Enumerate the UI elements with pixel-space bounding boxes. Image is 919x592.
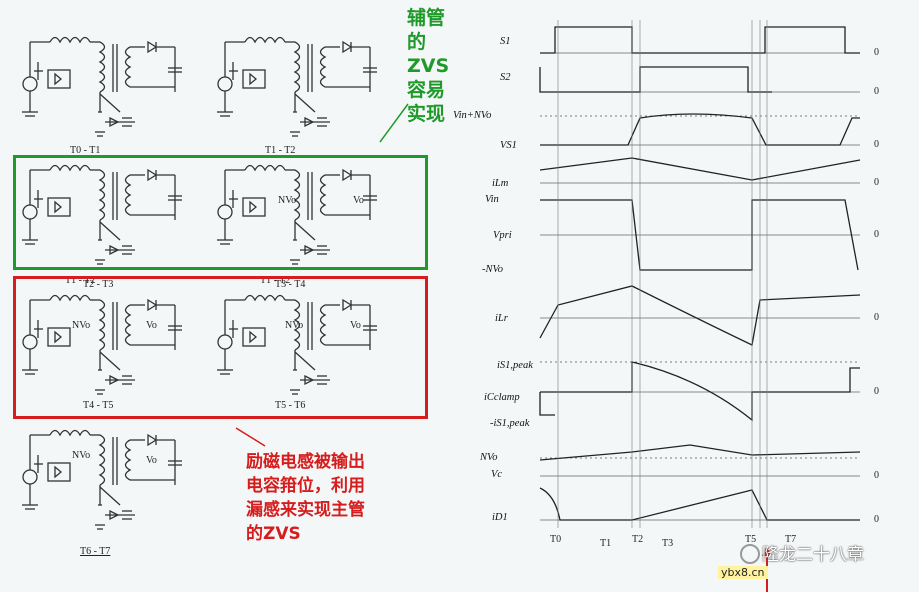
vo-label: Vo: [146, 320, 157, 331]
schematic-label-c9: T6 - T7: [80, 546, 111, 557]
red-annotation-line: 电容箝位，利用: [246, 476, 365, 496]
nvo-label: NVo: [278, 195, 297, 206]
level-label-vin: Vin: [485, 194, 499, 205]
watermark-account: 隆龙二十八章: [762, 545, 864, 565]
schematic-label-c3: T1 - T2: [65, 275, 96, 286]
schematic-label-c5: T2 - T3: [83, 279, 114, 290]
time-label-t5: T5: [745, 534, 757, 545]
time-label-t0: T0: [550, 534, 562, 545]
ref-zero: 0: [874, 47, 879, 58]
schematic-label-c8: T5 - T6: [275, 400, 306, 411]
red-annotation: 励磁电感被输出 电容箝位，利用 漏感来实现主管 的ZVS: [246, 450, 436, 546]
wave-label-vs1: VS1: [500, 140, 517, 151]
time-label-t3: T3: [662, 538, 674, 549]
vo-label: Vo: [350, 320, 361, 331]
ref-zero: 0: [874, 86, 879, 97]
ref-zero: 0: [874, 470, 879, 481]
green-annotation-line: 的: [407, 31, 427, 53]
trace-ilm: [539, 157, 861, 181]
watermark-site: ybx8.cn: [718, 566, 768, 579]
wave-label-s1: S1: [500, 36, 511, 47]
level-label-vin-nvo: Vin+NVo: [453, 110, 492, 121]
wave-label-icclamp: iCclamp: [484, 392, 520, 403]
trace-ilr: [539, 285, 861, 346]
vo-label: Vo: [353, 195, 364, 206]
green-annotation-line: 容易: [407, 79, 446, 101]
level-label-is1-peak: iS1,peak: [497, 360, 533, 371]
ref-zero: 0: [874, 514, 879, 525]
trace-vs1: [540, 113, 860, 146]
red-annotation-line: 励磁电感被输出: [246, 452, 365, 472]
wave-label-id1: iD1: [492, 512, 508, 523]
green-annotation-line: 辅管: [407, 7, 446, 29]
red-highlight-box: [13, 276, 428, 419]
wave-label-vpri: Vpri: [493, 230, 512, 241]
nvo-label: NVo: [72, 320, 91, 331]
red-annotation-line: 的ZVS: [246, 524, 301, 544]
trace-id1: [539, 487, 860, 521]
schematic-label-c1: T0 - T1: [70, 145, 101, 156]
wave-label-ilr: iLr: [495, 313, 508, 324]
level-label-neg-nvo: -NVo: [482, 264, 503, 275]
schematic-label-c4: T1 - T2: [260, 275, 291, 286]
wave-label-s2: S2: [500, 72, 511, 83]
nvo-label: NVo: [285, 320, 304, 331]
trace-vc: [539, 444, 861, 461]
green-annotation-line: ZVS: [407, 55, 450, 77]
watermark-logo-icon: [740, 544, 760, 564]
level-label-nvo: NVo: [480, 452, 498, 463]
red-annotation-line: 漏感来实现主管: [246, 500, 365, 520]
schematic-label-c6: T3 - T4: [275, 279, 306, 290]
trace-icclamp: [539, 392, 555, 416]
ref-zero: 0: [874, 177, 879, 188]
time-label-t1: T1: [600, 538, 612, 549]
ref-zero: 0: [874, 229, 879, 240]
vo-label: Vo: [146, 455, 157, 466]
ref-zero: 0: [874, 139, 879, 150]
trace-s1: [540, 26, 860, 54]
ref-zero: 0: [874, 386, 879, 397]
time-label-t7: T7: [785, 534, 797, 545]
trace-is1: [540, 361, 860, 422]
trace-s2: [539, 66, 772, 93]
wave-label-ilm: iLm: [492, 178, 509, 189]
green-highlight-box: [13, 155, 428, 270]
schematic-label-c7: T4 - T5: [83, 400, 114, 411]
time-label-t2: T2: [632, 534, 644, 545]
wave-label-vc: Vc: [491, 469, 503, 480]
green-annotation: 辅管 的 ZVS 容易 实现: [407, 6, 457, 126]
level-label-neg-is1-peak: -iS1,peak: [490, 418, 530, 429]
ref-zero: 0: [874, 312, 879, 323]
nvo-label: NVo: [72, 450, 91, 461]
schematic-label-c2: T1 - T2: [265, 145, 296, 156]
watermark: 隆龙二十八章 ybx8.cn: [718, 540, 915, 586]
green-annotation-line: 实现: [407, 103, 446, 125]
